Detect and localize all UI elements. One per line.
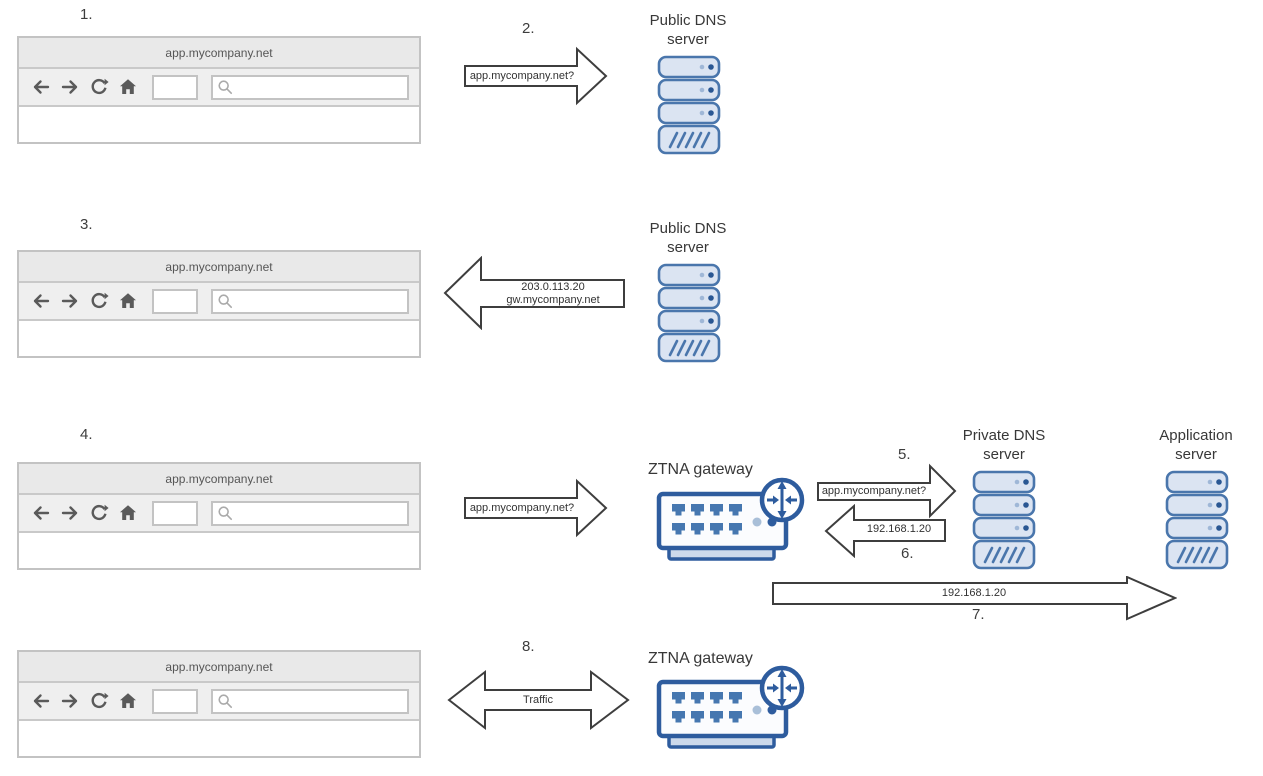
public-dns-server-icon-2 <box>657 263 721 363</box>
search-magnifier-icon <box>218 294 233 309</box>
step-1-label: 1. <box>80 6 93 23</box>
browser-window-step8: app.mycompany.net <box>17 650 421 758</box>
browser-titlebar: app.mycompany.net <box>19 38 419 69</box>
reload-icon[interactable] <box>89 291 109 311</box>
step7-ip-text: 192.168.1.20 <box>941 587 1007 599</box>
step3-response-host: gw.mycompany.net <box>506 294 600 306</box>
home-icon[interactable] <box>118 503 138 523</box>
back-arrow-icon[interactable] <box>31 691 51 711</box>
forward-arrow-icon[interactable] <box>60 291 80 311</box>
step7-forward-arrow: 192.168.1.20 <box>771 576 1177 622</box>
step-6-label: 6. <box>901 545 914 562</box>
step4-query-arrow: app.mycompany.net? <box>463 478 609 538</box>
forward-arrow-icon[interactable] <box>60 691 80 711</box>
step-2-label: 2. <box>522 20 535 37</box>
ztna-gateway-label-2: ZTNA gateway <box>648 650 753 667</box>
browser-content <box>19 321 419 356</box>
browser-url: app.mycompany.net <box>165 471 273 486</box>
browser-window-step1: app.mycompany.net <box>17 36 421 144</box>
browser-toolbar <box>19 69 419 107</box>
search-field[interactable] <box>211 74 409 100</box>
router-badge-icon <box>759 665 805 711</box>
step5-query-text: app.mycompany.net? <box>821 485 927 497</box>
step4-query-text: app.mycompany.net? <box>469 502 575 514</box>
browser-window-step3: app.mycompany.net <box>17 250 421 358</box>
home-icon[interactable] <box>118 77 138 97</box>
back-arrow-icon[interactable] <box>31 503 51 523</box>
step-3-label: 3. <box>80 216 93 233</box>
step-5-label: 5. <box>898 446 911 463</box>
public-dns-label-2: Public DNS server <box>649 220 727 256</box>
reload-icon[interactable] <box>89 503 109 523</box>
step6-response-text: 192.168.1.20 <box>866 523 932 535</box>
private-dns-label: Private DNS server <box>962 427 1046 463</box>
browser-content <box>19 721 419 756</box>
reload-icon[interactable] <box>89 77 109 97</box>
public-dns-server-icon-1 <box>657 55 721 155</box>
ethernet-ports <box>672 692 742 723</box>
browser-titlebar: app.mycompany.net <box>19 464 419 495</box>
step2-query-arrow: app.mycompany.net? <box>463 46 609 106</box>
ztna-gateway-icon-1 <box>655 476 805 568</box>
browser-toolbar <box>19 495 419 533</box>
public-dns-label-1: Public DNS server <box>649 12 727 48</box>
back-arrow-icon[interactable] <box>31 77 51 97</box>
search-magnifier-icon <box>218 694 233 709</box>
browser-url: app.mycompany.net <box>165 659 273 674</box>
back-arrow-icon[interactable] <box>31 291 51 311</box>
browser-url: app.mycompany.net <box>165 259 273 274</box>
browser-url: app.mycompany.net <box>165 45 273 60</box>
address-box[interactable] <box>152 74 198 100</box>
step-7-label: 7. <box>972 606 985 623</box>
step5-query-arrow: app.mycompany.net? <box>816 462 958 520</box>
ztna-gateway-label-1: ZTNA gateway <box>648 461 753 478</box>
search-magnifier-icon <box>218 506 233 521</box>
address-box[interactable] <box>152 288 198 314</box>
search-field[interactable] <box>211 688 409 714</box>
step3-response-ip: 203.0.113.20 <box>521 281 585 293</box>
browser-window-step4: app.mycompany.net <box>17 462 421 570</box>
browser-content <box>19 533 419 568</box>
step-8-label: 8. <box>522 638 535 655</box>
step2-query-text: app.mycompany.net? <box>469 70 575 82</box>
forward-arrow-icon[interactable] <box>60 503 80 523</box>
browser-toolbar <box>19 683 419 721</box>
step6-response-arrow: 192.168.1.20 <box>824 504 948 558</box>
browser-content <box>19 107 419 142</box>
step8-traffic-text: Traffic <box>523 694 553 706</box>
browser-toolbar <box>19 283 419 321</box>
step-4-label: 4. <box>80 426 93 443</box>
ethernet-ports <box>672 504 742 535</box>
home-icon[interactable] <box>118 291 138 311</box>
private-dns-server-icon <box>972 470 1036 570</box>
address-box[interactable] <box>152 500 198 526</box>
step8-traffic-arrow: Traffic <box>447 666 631 734</box>
home-icon[interactable] <box>118 691 138 711</box>
router-badge-icon <box>759 477 805 523</box>
browser-titlebar: app.mycompany.net <box>19 252 419 283</box>
search-magnifier-icon <box>218 80 233 95</box>
step3-response-arrow: 203.0.113.20 gw.mycompany.net <box>443 256 627 330</box>
forward-arrow-icon[interactable] <box>60 77 80 97</box>
address-box[interactable] <box>152 688 198 714</box>
search-field[interactable] <box>211 288 409 314</box>
browser-titlebar: app.mycompany.net <box>19 652 419 683</box>
ztna-gateway-icon-2 <box>655 664 805 756</box>
application-server-label: Application server <box>1159 427 1233 463</box>
search-field[interactable] <box>211 500 409 526</box>
application-server-icon <box>1165 470 1229 570</box>
reload-icon[interactable] <box>89 691 109 711</box>
